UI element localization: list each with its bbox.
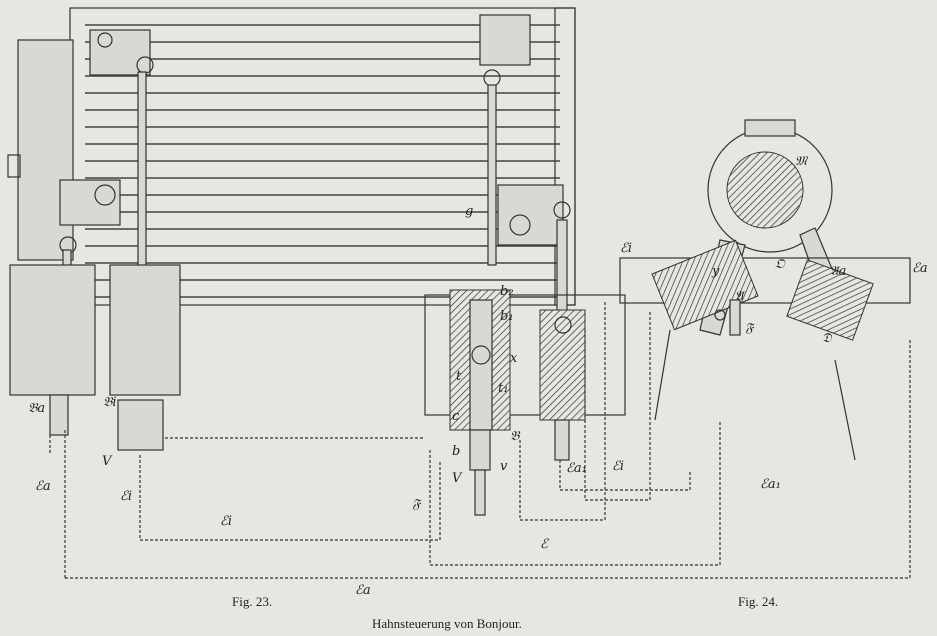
label-M: 𝔐: [795, 154, 809, 169]
label-F-fig24: 𝔉: [745, 321, 755, 336]
label-c: c: [452, 409, 460, 424]
label-F-left: 𝔉: [412, 497, 422, 512]
label-x: x: [510, 351, 518, 366]
fig23-left-valve-gear: [9, 29, 425, 451]
label-Ea1: ℰa₁: [566, 461, 587, 476]
fig24-mechanism: [619, 119, 911, 461]
label-V2: V: [452, 471, 463, 486]
label-B: 𝔅: [510, 429, 521, 444]
fig23-cylinder: [7, 7, 576, 306]
label-O: 𝔒: [775, 257, 786, 272]
label-y: y: [711, 264, 720, 279]
figure-title: Hahnsteuerung von Bonjour.: [372, 616, 522, 631]
label-Ea-fig24: ℰa: [912, 261, 928, 276]
label-b2: b₂: [500, 284, 514, 299]
label-Ea-left: ℰa: [35, 479, 51, 494]
label-Ei-fig24: ℰi: [620, 241, 632, 256]
label-D: 𝔇: [822, 331, 833, 346]
label-t1: t₁: [498, 381, 508, 396]
label-Ei-mid: ℰi: [612, 459, 624, 474]
label-Ei-pipe: ℰi: [220, 514, 232, 529]
label-E: ℰ: [540, 537, 549, 552]
label-V: V: [102, 454, 113, 469]
label-Ba: 𝔅a: [28, 401, 45, 416]
label-b: b: [452, 444, 460, 459]
fig23-right-valve-gear: [424, 14, 626, 516]
label-b1: b₁: [500, 309, 514, 324]
label-t: t: [456, 369, 462, 384]
label-Ea-bottom: ℰa: [355, 583, 371, 598]
label-Ei-left: ℰi: [120, 489, 132, 504]
fig23-pipes: [49, 300, 911, 579]
fig24-caption: Fig. 24.: [738, 594, 779, 609]
label-Bi: 𝔅i: [103, 395, 117, 410]
label-v: v: [500, 459, 508, 474]
fig23-caption: Fig. 23.: [232, 594, 273, 609]
label-A: 𝔄: [735, 289, 746, 304]
label-Aa: 𝔄a: [830, 264, 846, 279]
label-Ea1-fig24: ℰa₁: [760, 477, 781, 492]
label-g: g: [465, 204, 473, 219]
